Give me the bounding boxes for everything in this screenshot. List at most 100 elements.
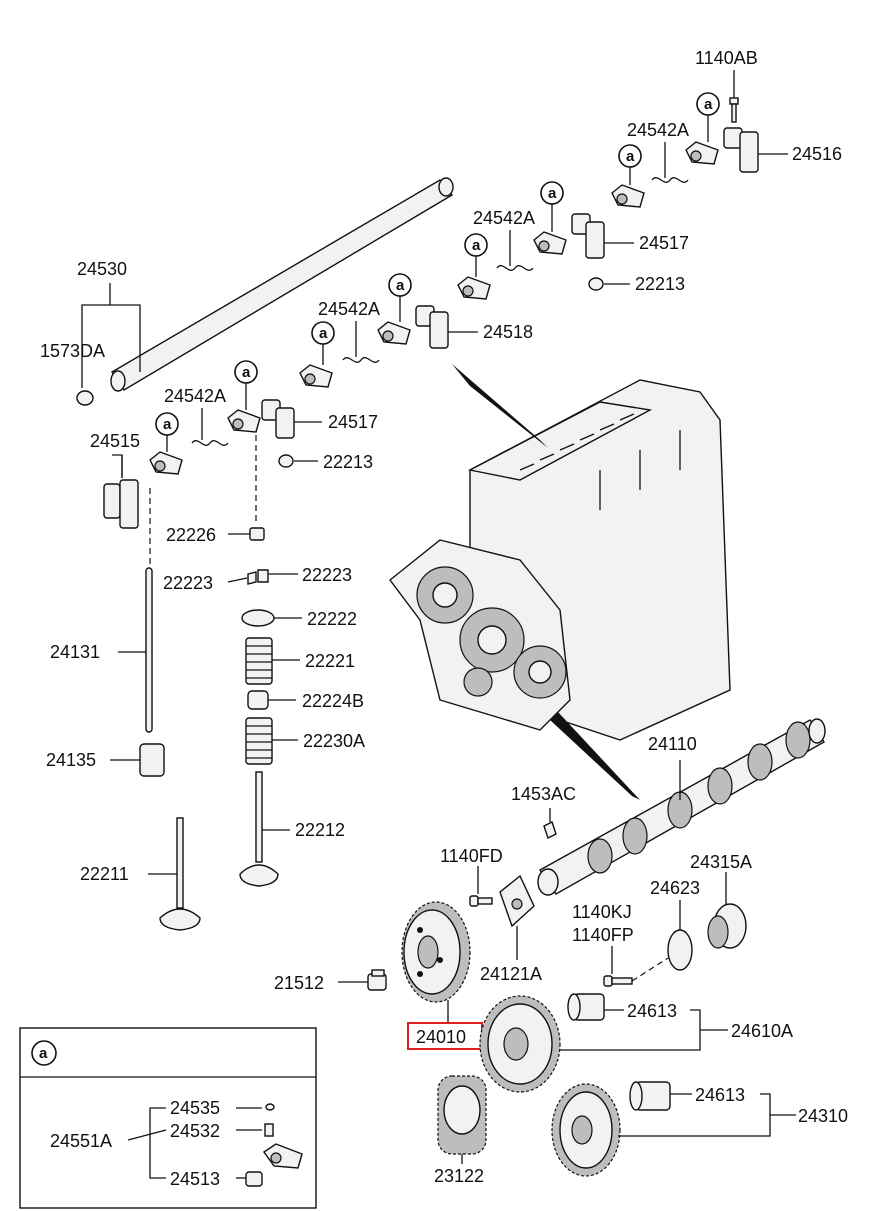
rocker-arm bbox=[533, 231, 567, 255]
rocker-arm bbox=[227, 409, 261, 433]
label-22226: 22226 bbox=[166, 525, 216, 545]
pointer-arrow-bottom bbox=[550, 712, 640, 800]
gear-24310 bbox=[551, 1083, 621, 1177]
label-24517-b: 24517 bbox=[639, 233, 689, 253]
legend-group-label: 24551A bbox=[50, 1131, 112, 1151]
label-22223-left: 22223 bbox=[163, 573, 213, 593]
engine-block bbox=[389, 379, 731, 741]
label-1140KJ: 1140KJ bbox=[572, 902, 632, 922]
valve-spring-22230A bbox=[245, 717, 273, 765]
cap-22213-b bbox=[278, 454, 294, 468]
label-1453AC: 1453AC bbox=[511, 784, 576, 804]
label-24542A-2: 24542A bbox=[473, 208, 535, 228]
gear-24610A bbox=[479, 995, 561, 1093]
key-1453AC bbox=[543, 821, 557, 839]
tappet-24135 bbox=[139, 743, 165, 777]
retainer-22222 bbox=[241, 609, 275, 627]
label-24610A: 24610A bbox=[731, 1021, 793, 1041]
label-24542A-4: 24542A bbox=[164, 386, 226, 406]
rocker-support-24515 bbox=[103, 479, 139, 529]
pointer-arrow-top bbox=[452, 364, 548, 448]
bushing-24613-a bbox=[567, 993, 605, 1021]
plug-1573DA bbox=[76, 390, 94, 406]
pushrod-24131 bbox=[145, 567, 153, 733]
legend-part-24535 bbox=[265, 1103, 275, 1111]
leader-24530 bbox=[81, 304, 141, 388]
label-1140AB: 1140AB bbox=[695, 48, 758, 68]
label-24613-a: 24613 bbox=[627, 1001, 677, 1021]
legend-part-24513 bbox=[245, 1171, 263, 1187]
bushing-24613-b bbox=[629, 1081, 671, 1111]
label-22223-right: 22223 bbox=[302, 565, 352, 585]
rocker-shaft bbox=[110, 177, 454, 392]
label-22213-b: 22213 bbox=[323, 452, 373, 472]
label-22224B: 22224B bbox=[302, 691, 364, 711]
bolt-1140AB bbox=[729, 97, 739, 123]
label-24613-b: 24613 bbox=[695, 1085, 745, 1105]
rocker-support-24518 bbox=[415, 305, 449, 349]
rocker-arm bbox=[149, 451, 183, 475]
legend-part-24532 bbox=[264, 1123, 274, 1137]
svg-text:a: a bbox=[163, 416, 172, 433]
label-22211: 22211 bbox=[80, 864, 129, 884]
svg-text:a: a bbox=[548, 185, 557, 202]
label-1573DA: 1573DA bbox=[40, 341, 105, 361]
plate-24623 bbox=[667, 929, 693, 971]
label-24110: 24110 bbox=[648, 734, 697, 754]
bolt-1140FD bbox=[469, 895, 493, 907]
label-23122: 23122 bbox=[434, 1166, 484, 1186]
svg-text:a: a bbox=[472, 237, 481, 254]
label-24310: 24310 bbox=[798, 1106, 848, 1126]
rocker-springs bbox=[191, 177, 689, 446]
plug-21512 bbox=[367, 969, 387, 991]
legend-marker: a bbox=[39, 1045, 48, 1062]
label-24542A-3: 24542A bbox=[318, 299, 380, 319]
rocker-support-24517-a bbox=[261, 399, 295, 439]
label-24518: 24518 bbox=[483, 322, 533, 342]
label-22221: 22221 bbox=[305, 651, 355, 671]
rocker-arm bbox=[299, 364, 333, 388]
rocker-support-24516 bbox=[723, 127, 759, 173]
rocker-support-24517-b bbox=[571, 213, 605, 259]
rocker-arm bbox=[685, 141, 719, 165]
label-22222: 22222 bbox=[307, 609, 357, 629]
rocker-arm-group bbox=[149, 141, 719, 475]
svg-text:a: a bbox=[242, 364, 251, 381]
svg-text:a: a bbox=[396, 277, 405, 294]
svg-text:a: a bbox=[626, 148, 635, 165]
svg-text:a: a bbox=[704, 96, 713, 113]
label-24315A: 24315A bbox=[690, 852, 752, 872]
label-21512: 21512 bbox=[274, 973, 324, 993]
label-24517-a: 24517 bbox=[328, 412, 378, 432]
camshaft-24110 bbox=[537, 718, 826, 896]
label-24623: 24623 bbox=[650, 878, 700, 898]
label-24516: 24516 bbox=[792, 144, 842, 164]
seal-22224B bbox=[247, 690, 269, 710]
svg-text:a: a bbox=[319, 325, 328, 342]
label-24121A: 24121A bbox=[480, 964, 542, 984]
valve-22211 bbox=[159, 817, 201, 931]
keepers-22223 bbox=[247, 569, 269, 585]
callout-a-markers: a a a a a a a a bbox=[155, 92, 720, 436]
rocker-arm bbox=[377, 321, 411, 345]
bolt-1140KJ bbox=[603, 975, 633, 987]
label-24131: 24131 bbox=[50, 642, 100, 662]
label-22213-a: 22213 bbox=[635, 274, 685, 294]
valve-spring-22221 bbox=[245, 637, 273, 685]
label-24542A-1: 24542A bbox=[627, 120, 689, 140]
legend-item-0: 24535 bbox=[170, 1098, 220, 1118]
label-24530: 24530 bbox=[77, 259, 127, 279]
cap-22213-a bbox=[588, 277, 604, 291]
legend-item-2: 24513 bbox=[170, 1169, 220, 1189]
legend-item-1: 24532 bbox=[170, 1121, 220, 1141]
cap-22226 bbox=[249, 527, 265, 541]
label-24515: 24515 bbox=[90, 431, 140, 451]
part-24315A bbox=[707, 903, 747, 949]
label-24010: 24010 bbox=[416, 1027, 466, 1047]
label-22230A: 22230A bbox=[303, 731, 365, 751]
gear-23122 bbox=[437, 1075, 487, 1155]
gear-24010 bbox=[401, 901, 471, 1003]
label-1140FD: 1140FD bbox=[440, 846, 503, 866]
